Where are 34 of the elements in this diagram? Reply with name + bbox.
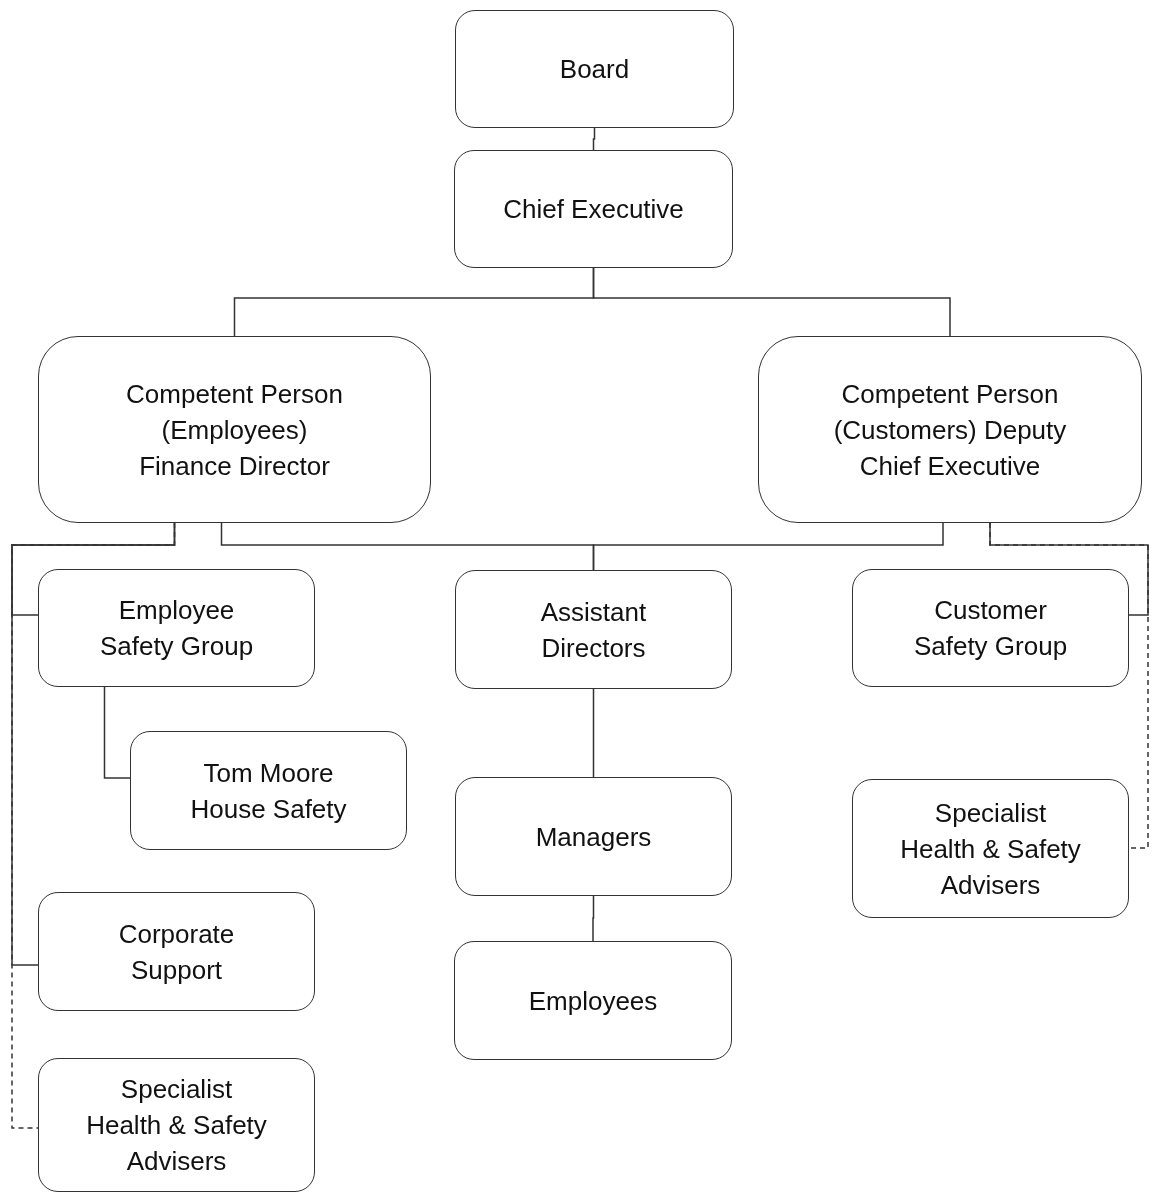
org-box (455, 777, 732, 896)
org-box (38, 336, 431, 523)
org-box (454, 150, 733, 268)
connector-line (103, 686, 131, 779)
role-label: Employees (528, 984, 658, 1018)
connector-line (989, 522, 1149, 616)
org-box (455, 10, 734, 128)
role-label: Competent Person (Employees) Finance Director (125, 377, 344, 483)
role-label: Board (559, 53, 630, 86)
role-label: Specialist Health & Safety Advisers (85, 1073, 268, 1178)
org-box (38, 892, 315, 1011)
connector-line (592, 522, 944, 571)
org-box (130, 731, 407, 850)
org-box (454, 941, 732, 1060)
role-label: Specialist Health & Safety Advisers (899, 796, 1082, 902)
connector-line (11, 522, 176, 966)
org-box (38, 1058, 315, 1192)
org-box (758, 336, 1142, 523)
org-box (852, 779, 1129, 918)
role-label: Corporate Support (117, 917, 236, 987)
org-box (852, 569, 1129, 687)
connector-line (592, 688, 595, 778)
connector-line (592, 267, 951, 337)
role-label: Managers (535, 820, 652, 854)
connector-line (592, 127, 596, 151)
org-box (38, 569, 315, 687)
role-label: Customer Safety Group (912, 594, 1069, 663)
role-label: Chief Executive (503, 193, 684, 226)
role-label: Tom Moore House Safety (189, 756, 348, 826)
role-label: Competent Person (Customers) Deputy Chief Executive (832, 377, 1068, 483)
connector-line (592, 895, 595, 942)
role-label: Assistant Directors (539, 595, 648, 665)
role-label: Employee Safety Group (98, 594, 255, 663)
org-box (455, 570, 732, 689)
